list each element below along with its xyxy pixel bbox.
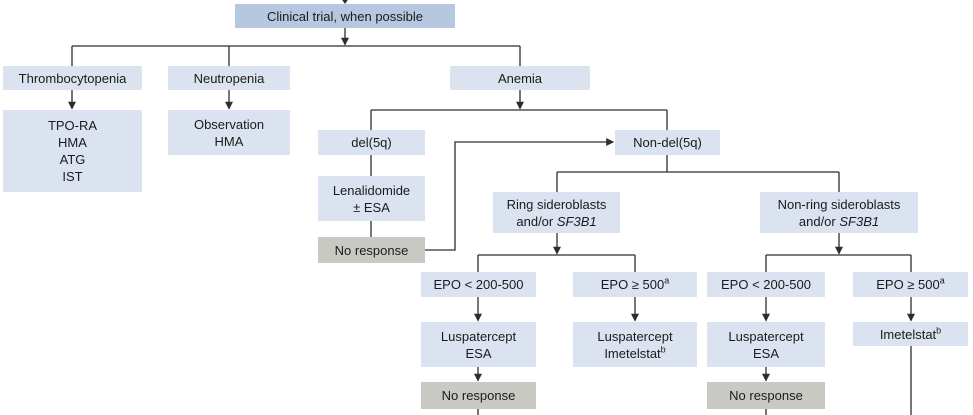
option-line: Luspatercept xyxy=(440,328,517,344)
node-epo-low-ring: EPO < 200-500 xyxy=(421,272,536,297)
node-line: and/or SF3B1 xyxy=(516,213,597,229)
node-clinical-trial: Clinical trial, when possible xyxy=(235,4,455,28)
node-line: and/or SF3B1 xyxy=(798,213,880,229)
node-line: EPO ≥ 500a xyxy=(600,275,670,292)
option-line: IST xyxy=(62,169,83,184)
node-label: No response xyxy=(334,242,409,258)
option-line: Imetelstatb xyxy=(604,344,666,361)
gene-name: SF3B1 xyxy=(556,213,597,229)
option-line: HMA xyxy=(214,133,244,149)
option-line: TPO-RA xyxy=(47,118,98,133)
node-label: EPO < 200-500 xyxy=(721,277,811,292)
node-line: Imetelstatb xyxy=(879,325,942,342)
node-thrombocytopenia: Thrombocytopenia xyxy=(3,66,142,90)
node-line: Non-ring sideroblasts xyxy=(777,196,901,212)
gene-name: SF3B1 xyxy=(839,213,880,229)
option-line: ESA xyxy=(752,345,779,361)
option-line: Lenalidomide xyxy=(332,182,411,198)
node-line: EPO ≥ 500a xyxy=(876,275,945,292)
node-epo-high-nonring: EPO ≥ 500a xyxy=(853,272,968,297)
node-luspatercept-imetelstat: Luspatercept Imetelstatb xyxy=(573,322,697,367)
node-label: Clinical trial, when possible xyxy=(266,8,424,24)
node-non-del5q: Non-del(5q) xyxy=(615,130,720,155)
node-del5q: del(5q) xyxy=(318,130,425,155)
option-line: Luspatercept xyxy=(728,328,804,344)
node-no-response-ring: No response xyxy=(421,382,536,409)
node-label: del(5q) xyxy=(351,135,392,150)
footnote-marker: b xyxy=(660,344,666,355)
node-no-response-del5q: No response xyxy=(318,237,425,263)
node-neutropenia-options: Observation HMA xyxy=(168,110,290,155)
node-label: Non-del(5q) xyxy=(633,135,702,150)
node-label: EPO < 200-500 xyxy=(433,277,524,292)
node-line: Ring sideroblasts xyxy=(506,196,607,212)
node-ring-sideroblasts: Ring sideroblasts and/or SF3B1 xyxy=(493,192,620,233)
node-lenalidomide-esa: Lenalidomide ± ESA xyxy=(318,176,425,221)
footnote-marker: a xyxy=(939,275,945,286)
option-line: Luspatercept xyxy=(597,328,673,344)
top-entry-arrowhead xyxy=(342,0,348,4)
node-thrombocytopenia-options: TPO-RA HMA ATG IST xyxy=(3,110,142,192)
footnote-marker: b xyxy=(936,325,942,336)
node-no-response-nonring: No response xyxy=(707,382,825,409)
node-label: No response xyxy=(441,388,516,403)
option-line: ESA xyxy=(465,345,492,361)
footnote-marker: a xyxy=(664,275,670,286)
option-line: HMA xyxy=(58,135,87,150)
option-line: Observation xyxy=(193,116,265,132)
node-epo-low-nonring: EPO < 200-500 xyxy=(707,272,825,297)
node-non-ring-sideroblasts: Non-ring sideroblasts and/or SF3B1 xyxy=(760,192,918,233)
node-luspatercept-esa-nonring: Luspatercept ESA xyxy=(707,322,825,367)
node-anemia: Anemia xyxy=(450,66,590,90)
node-imetelstat: Imetelstatb xyxy=(853,322,968,346)
node-luspatercept-esa-ring: Luspatercept ESA xyxy=(421,322,536,367)
node-label: No response xyxy=(729,388,803,403)
node-label: Anemia xyxy=(497,70,543,86)
node-epo-high-ring: EPO ≥ 500a xyxy=(573,272,697,297)
node-label: Thrombocytopenia xyxy=(18,70,127,86)
option-line: ATG xyxy=(59,152,86,167)
option-line: ± ESA xyxy=(353,199,390,215)
node-label: Neutropenia xyxy=(193,70,265,86)
node-neutropenia: Neutropenia xyxy=(168,66,290,90)
